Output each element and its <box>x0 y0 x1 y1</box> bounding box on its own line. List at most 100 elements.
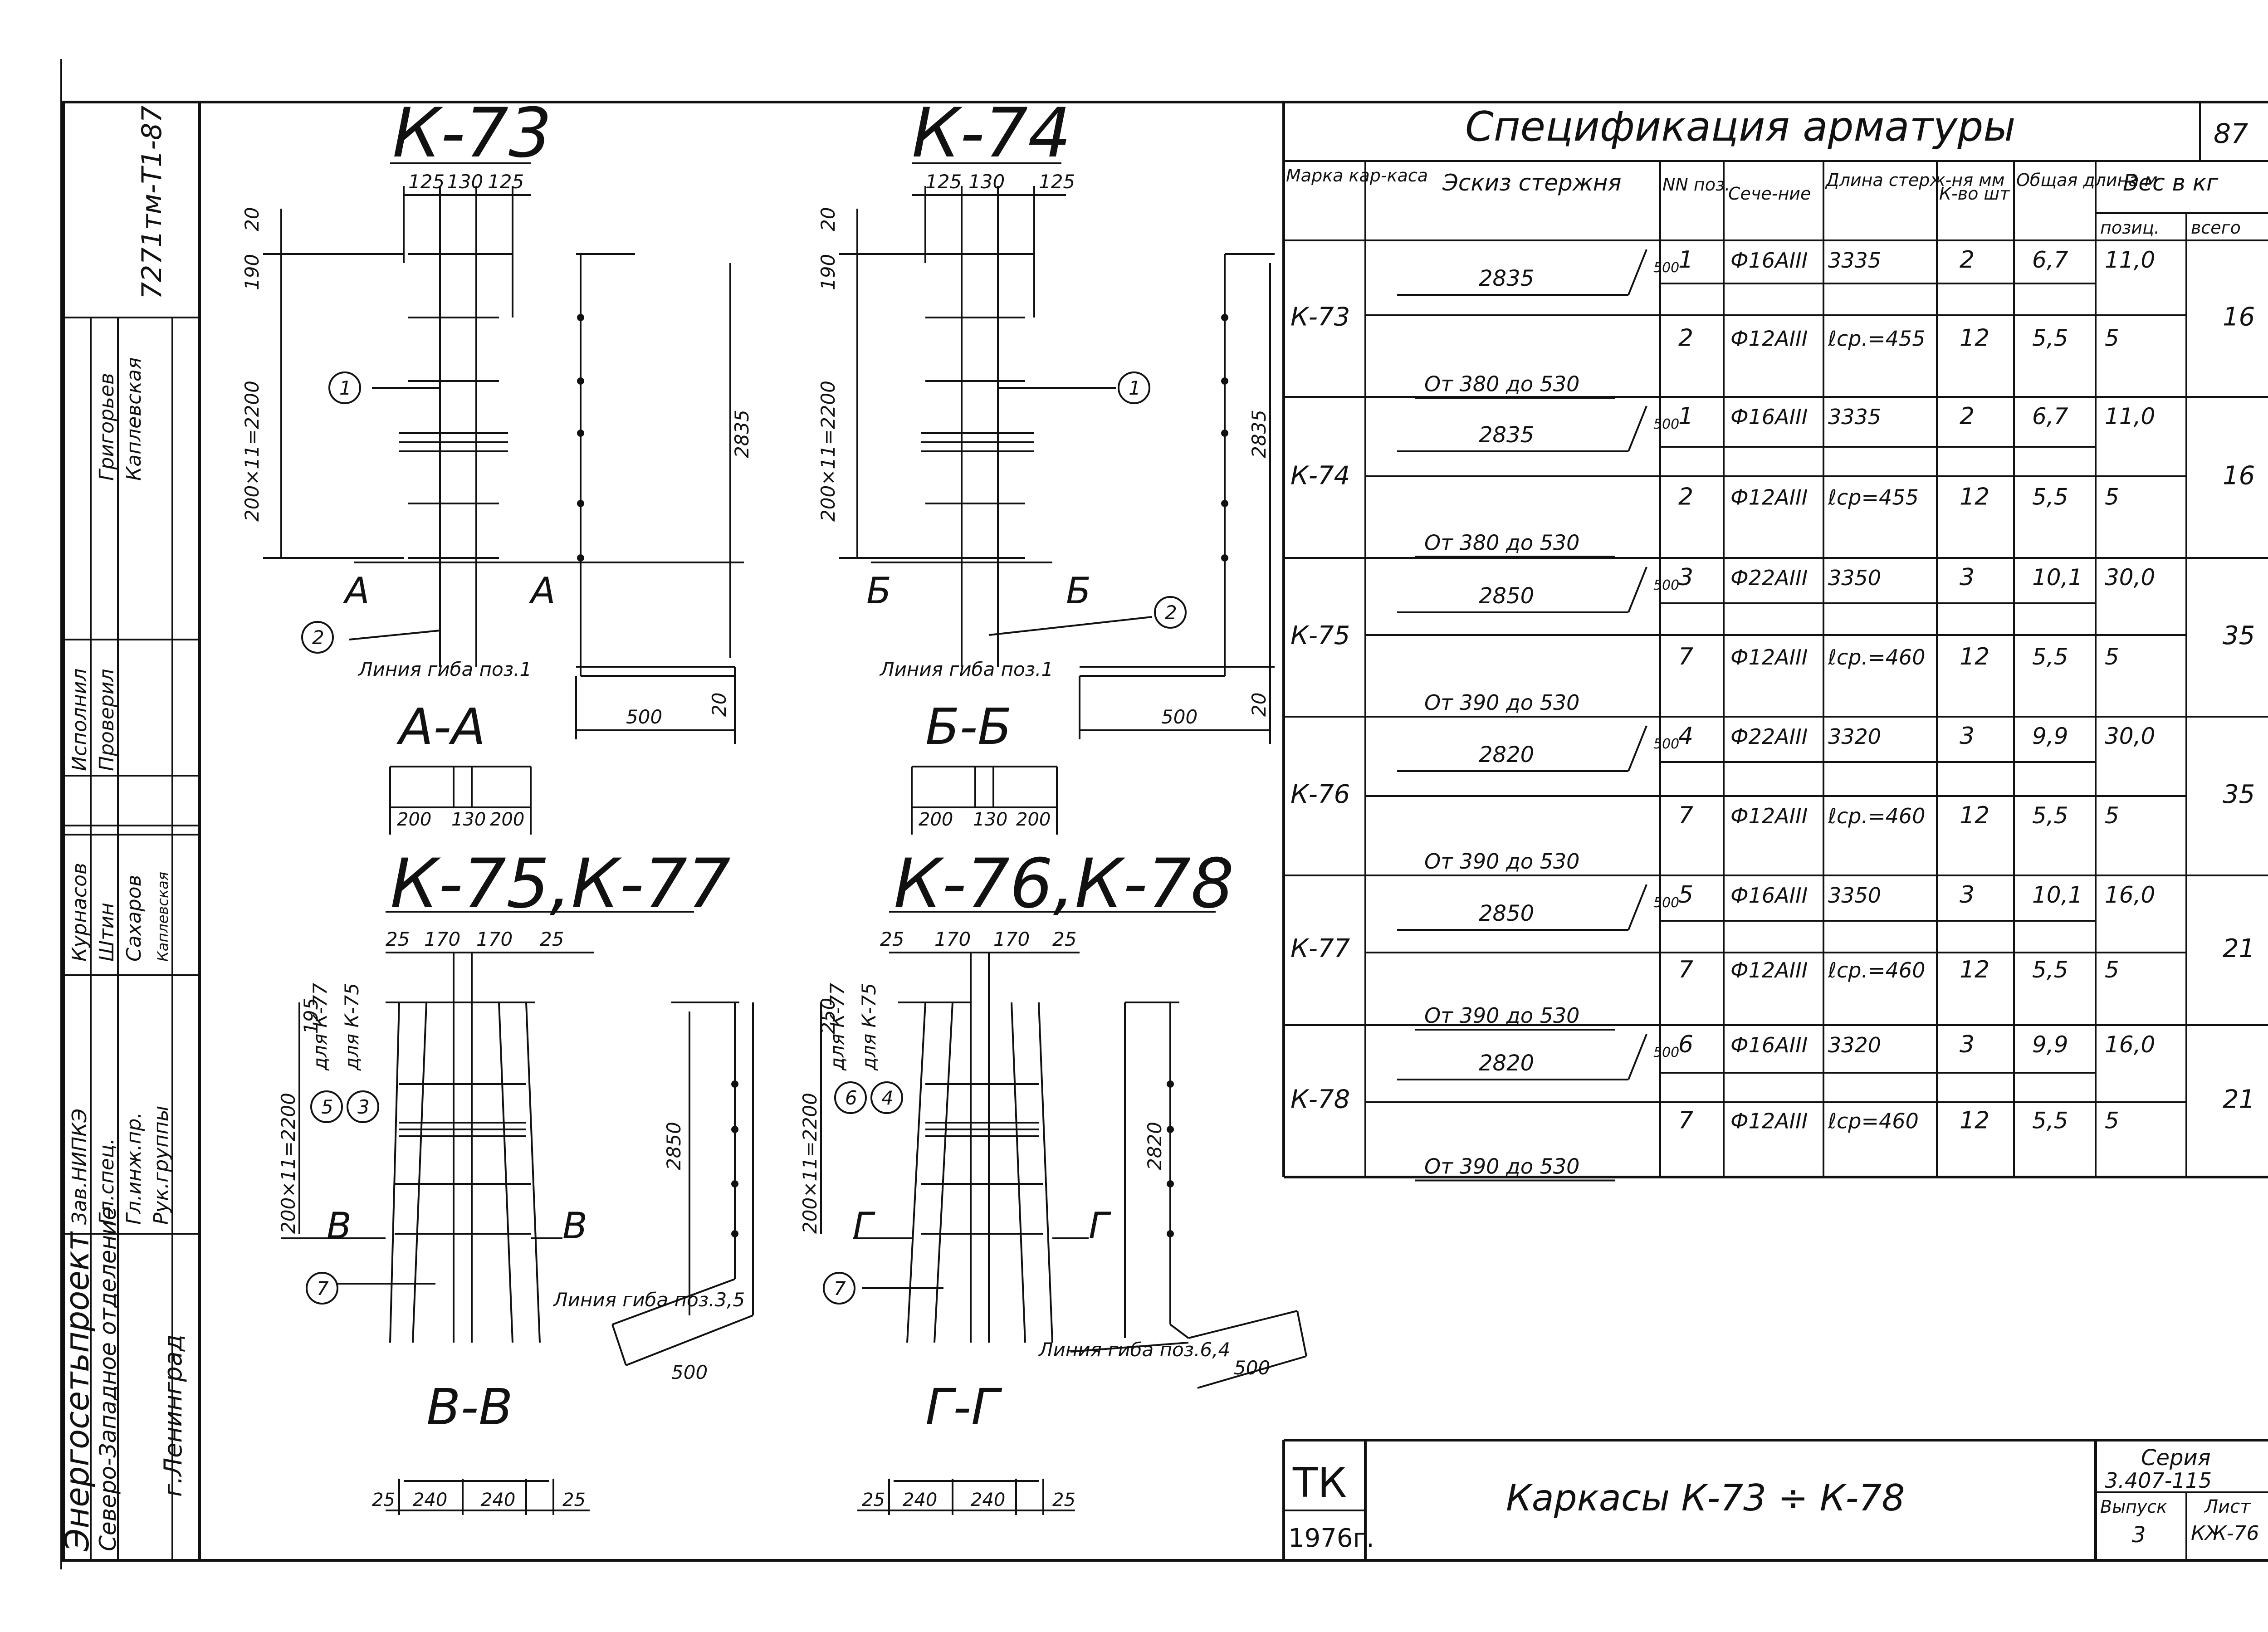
rebar-dot <box>577 554 584 562</box>
spec-header-length: Длина стерж-ня мм <box>1825 170 2004 190</box>
stamp-name-3: Сахаров <box>122 875 146 962</box>
stamp-role-1: Зав.НИПКЭ <box>68 1109 91 1225</box>
spec-total-length: 9,9 <box>2032 1031 2068 1058</box>
k76-pos-b: 4 <box>881 1087 894 1109</box>
k76-dim-top-3: 170 <box>993 928 1030 950</box>
spec-header-section: Сече-ние <box>1728 184 1811 204</box>
k76-bend-note: Линия гиба поз.6,4 <box>1038 1339 1230 1361</box>
spec-pos: 1 <box>1678 246 1693 274</box>
spec-total-length: 5,5 <box>2032 325 2068 352</box>
k75-dim-height: 2850 <box>663 1122 685 1170</box>
k74-section-dim-1: 200 <box>919 809 953 830</box>
tb-series-label: Серия <box>2141 1445 2211 1471</box>
spec-weight-total: 16 <box>2223 461 2255 491</box>
spec-weight: 16,0 <box>2105 882 2155 908</box>
spec-sketch-range: От 390 до 530 <box>1424 690 1579 715</box>
k75-label-k75: для К-75 <box>341 983 363 1071</box>
rebar-dot <box>1167 1180 1174 1187</box>
spec-qty: 3 <box>1960 723 1975 750</box>
k74-dim-20: 20 <box>817 207 839 231</box>
k76-section-dim-1: 25 <box>862 1490 885 1510</box>
spec-sketch-hook-length: 500 <box>1653 736 1679 752</box>
k75-title: К-75,К-77 <box>390 845 731 923</box>
spec-length: 3320 <box>1828 1033 1881 1057</box>
spec-header-weight-pos: позиц. <box>2100 218 2160 238</box>
spec-pos: 4 <box>1678 723 1693 750</box>
k75-cut-left: В <box>327 1205 352 1247</box>
spec-sketch-range: От 380 до 530 <box>1424 531 1579 555</box>
spec-sketch-length: 2850 <box>1479 583 1534 609</box>
rebar-dot <box>1221 377 1228 385</box>
stamp-role-5: Исполнил <box>68 669 91 771</box>
spec-mark: К-76 <box>1290 780 1350 809</box>
tb-sheet: КЖ-76 <box>2191 1522 2259 1545</box>
k75-cut-right: В <box>562 1205 587 1247</box>
spec-sketch-range: От 390 до 530 <box>1424 1154 1579 1179</box>
spec-length: ℓср.=455 <box>1828 327 1925 351</box>
stamp-org-name: Энергосетьпроект <box>58 1231 96 1552</box>
spec-sketch-hook <box>1628 567 1647 613</box>
k74-section-title: Б-Б <box>925 698 1012 756</box>
k76-pos-c: 7 <box>834 1277 846 1300</box>
spec-section: Ф16АIII <box>1730 248 1808 273</box>
k75-pos-a: 5 <box>321 1096 333 1118</box>
spec-length: 3320 <box>1828 724 1881 749</box>
spec-qty: 12 <box>1960 643 1989 670</box>
spec-mark: К-74 <box>1290 461 1350 491</box>
k74-dim-foot: 20 <box>1248 693 1270 717</box>
spec-length: 3350 <box>1828 883 1881 908</box>
spec-qty: 12 <box>1960 484 1989 511</box>
spec-qty: 3 <box>1960 881 1975 909</box>
spec-section: Ф12АIII <box>1730 485 1808 510</box>
stamp-name-2: Штин <box>95 903 118 962</box>
spec-section: Ф16АIII <box>1730 1033 1808 1057</box>
k73-dim-top-1: 125 <box>408 171 445 193</box>
spec-weight: 30,0 <box>2105 723 2155 749</box>
k75-dim-top-4: 25 <box>540 928 564 950</box>
spec-mark: К-73 <box>1290 303 1350 332</box>
tb-issue-label: Выпуск <box>2100 1497 2167 1517</box>
k73-dim-190: 190 <box>241 254 263 290</box>
k73-title: К-73 <box>392 94 552 173</box>
rebar-dot <box>577 430 584 437</box>
k73-dim-spacing: 200×11=2200 <box>241 381 263 522</box>
spec-weight: 11,0 <box>2105 247 2155 273</box>
spec-sketch-hook-length: 500 <box>1653 416 1679 432</box>
k75-dim-top-3: 170 <box>476 928 513 950</box>
drawing-k74 <box>839 162 1275 835</box>
rebar-dot <box>1167 1126 1174 1133</box>
k73-section-dim-1: 200 <box>397 809 431 830</box>
k76-dim-top-4: 25 <box>1052 928 1076 950</box>
rebar-dot <box>731 1080 738 1088</box>
spec-pos: 6 <box>1678 1031 1693 1058</box>
spec-weight: 5 <box>2105 484 2119 510</box>
spec-weight: 5 <box>2105 325 2119 352</box>
spec-total-length: 9,9 <box>2032 723 2068 749</box>
spec-header-weight: Вес в кг <box>2123 170 2219 196</box>
spec-total-length: 5,5 <box>2032 644 2068 670</box>
spec-total-length: 5,5 <box>2032 957 2068 983</box>
spec-sketch-hook <box>1628 406 1647 452</box>
k76-section-dim-4: 25 <box>1052 1490 1075 1510</box>
spec-qty: 12 <box>1960 1107 1989 1134</box>
spec-sketch-length: 2835 <box>1479 422 1534 448</box>
k76-dim-base: 500 <box>1234 1357 1270 1379</box>
spec-header-qty: К-во шт <box>1939 184 2010 204</box>
k73-cut-right: А <box>528 570 556 612</box>
spec-qty: 3 <box>1960 564 1975 591</box>
k76-dim-top: 250 <box>817 998 839 1034</box>
spec-weight-total: 16 <box>2223 303 2255 332</box>
spec-qty: 3 <box>1960 1031 1975 1058</box>
k76-label-k77: для К-77 <box>826 983 848 1071</box>
k76-section-title: Г-Г <box>925 1378 1002 1436</box>
k73-cut-left: А <box>342 570 370 612</box>
spec-weight-total: 21 <box>2223 934 2255 963</box>
k75-section-dim-4: 25 <box>562 1490 586 1510</box>
spec-sketch-hook-length: 500 <box>1653 1045 1679 1060</box>
k76-dim-height: 2820 <box>1144 1122 1166 1170</box>
spec-header-mark: Марка кар-каса <box>1286 166 1428 186</box>
spec-sketch-length: 2820 <box>1479 1051 1534 1076</box>
spec-length: ℓср.=460 <box>1828 804 1925 828</box>
spec-total-length: 10,1 <box>2032 564 2082 591</box>
k73-pos1: 1 <box>339 377 352 399</box>
